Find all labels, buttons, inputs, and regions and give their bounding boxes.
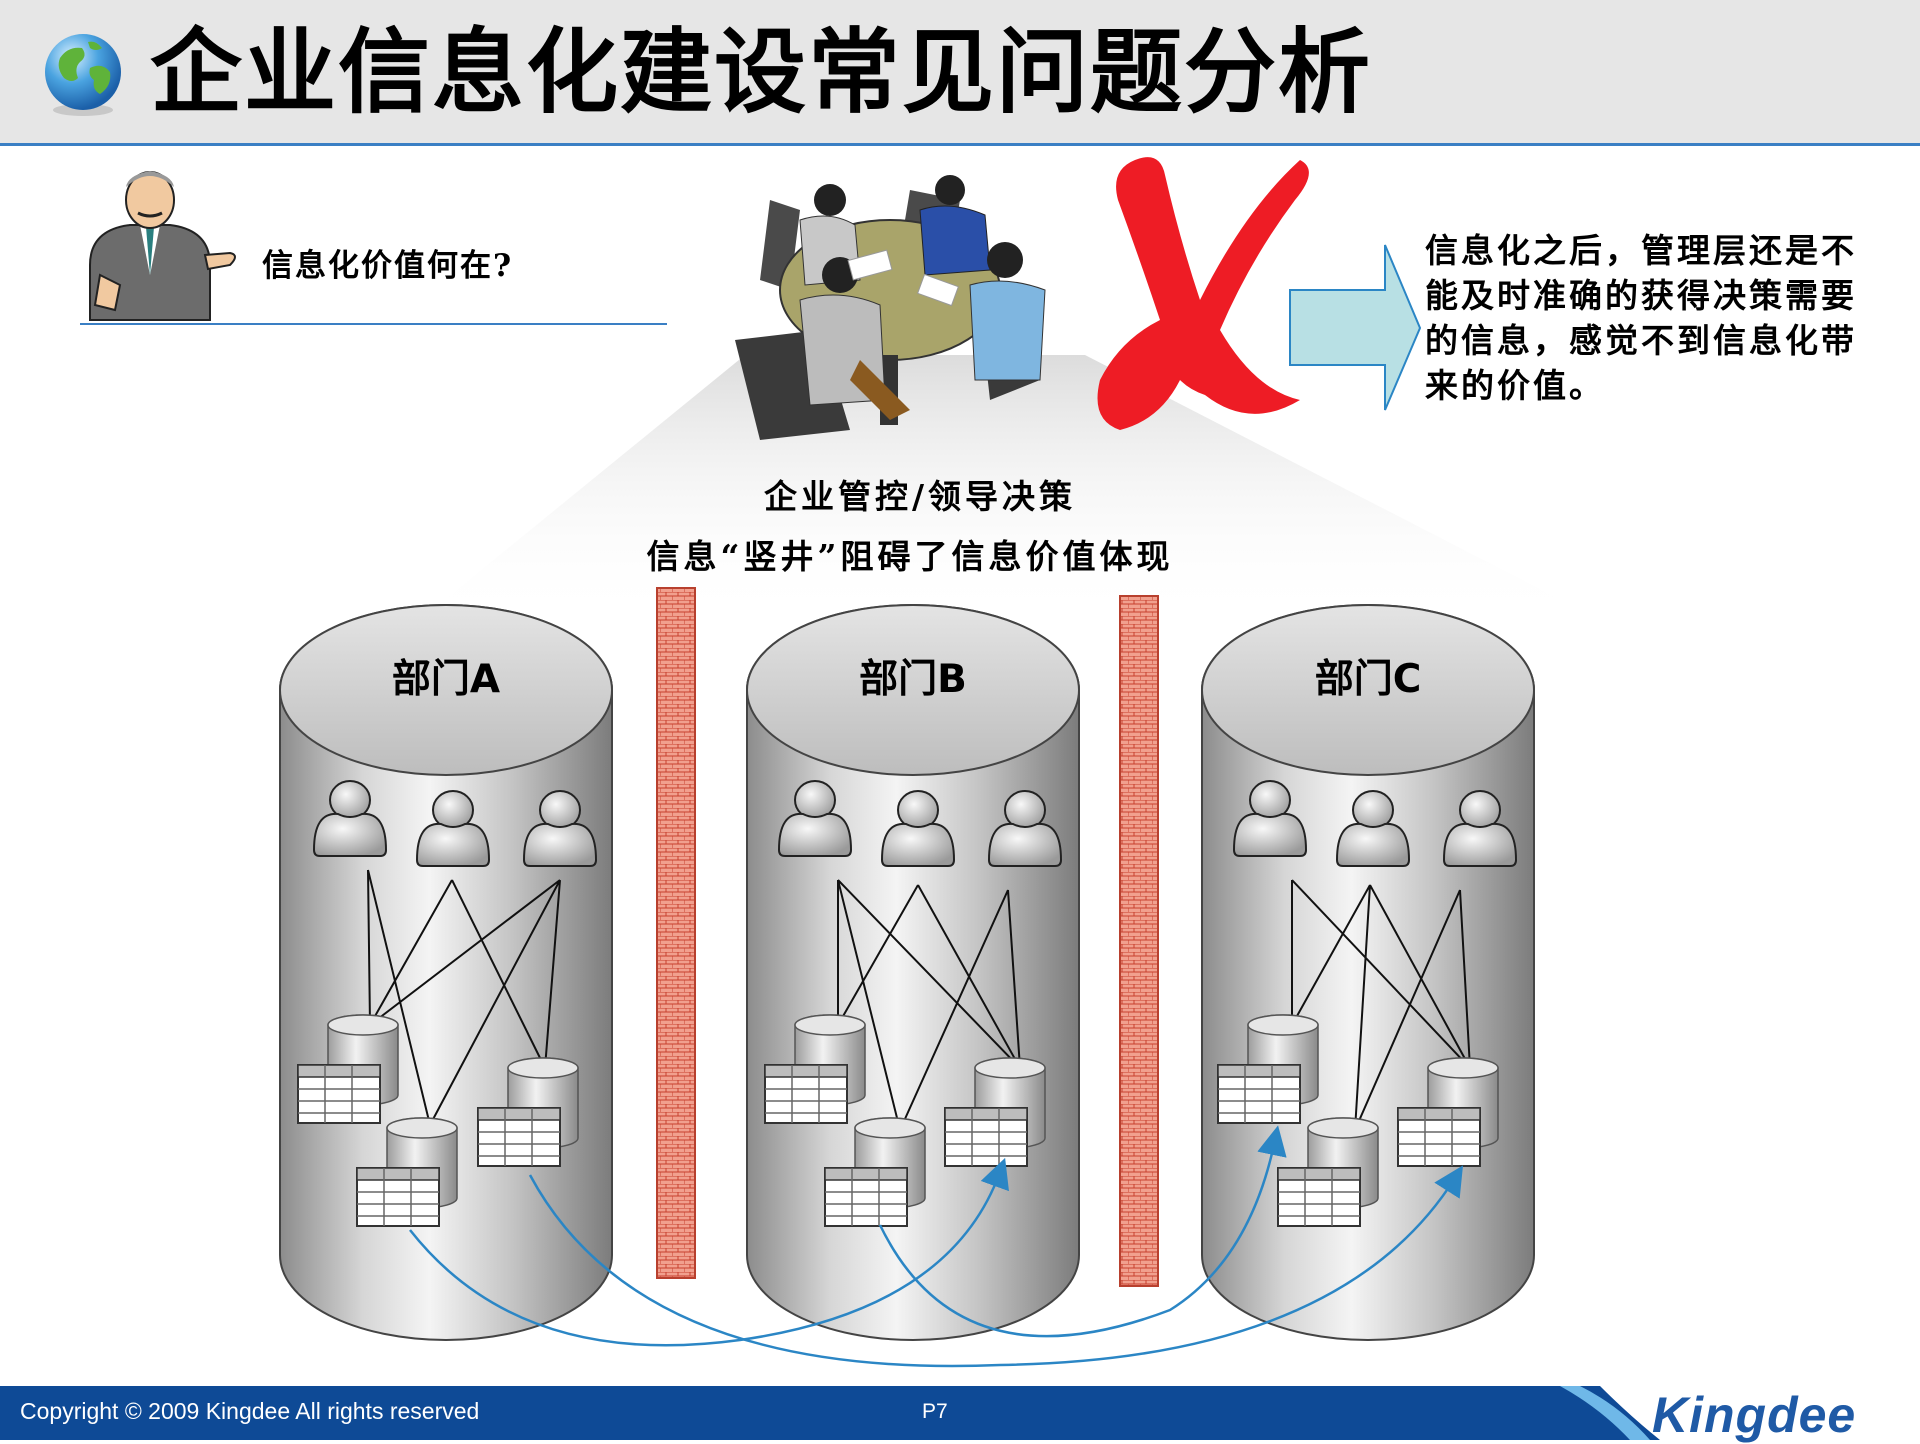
brand-swoosh-icon [1540, 1386, 1920, 1440]
department-b-network [764, 780, 1062, 1227]
question-divider [80, 323, 667, 325]
department-a-network [297, 780, 597, 1227]
red-cross-icon [1097, 157, 1309, 430]
department-cylinder [279, 604, 613, 1341]
department-c-network [1217, 780, 1517, 1227]
silo-label: 信息“竖井”阻碍了信息价值体现 [646, 537, 1174, 576]
diagram-canvas [89, 157, 1600, 1368]
result-description: 信息化之后，管理层还是不能及时准确的获得决策需要的信息，感觉不到信息化带来的价值… [1425, 231, 1857, 405]
meeting-table-icon [735, 175, 1046, 440]
brand-logo: Kingdee [1652, 1387, 1857, 1443]
beam-shape [420, 355, 1600, 620]
question-text: 信息化价值何在? [262, 248, 514, 284]
department-cylinder [1201, 604, 1535, 1341]
management-label: 企业管控/领导决策 [763, 477, 1077, 516]
department-cylinder [746, 604, 1080, 1341]
globe-icon [45, 34, 121, 116]
header-bar: 企业信息化建设常见问题分析 [0, 0, 1920, 146]
brick-wall-right [1119, 595, 1159, 1287]
presenter-icon [89, 171, 236, 321]
department-b-label: 部门B [859, 657, 967, 702]
data-flow-arrows [409, 1125, 1464, 1368]
footer-bar: Copyright © 2009 Kingdee All rights rese… [0, 1386, 1920, 1443]
page-number: P7 [922, 1400, 948, 1423]
copyright-text: Copyright © 2009 Kingdee All rights rese… [20, 1398, 480, 1424]
page-title: 企业信息化建设常见问题分析 [150, 19, 1373, 126]
department-c-label: 部门C [1314, 657, 1422, 702]
brick-wall-left [656, 587, 696, 1279]
result-arrow-icon [1289, 244, 1422, 411]
department-a-label: 部门A [391, 657, 501, 702]
